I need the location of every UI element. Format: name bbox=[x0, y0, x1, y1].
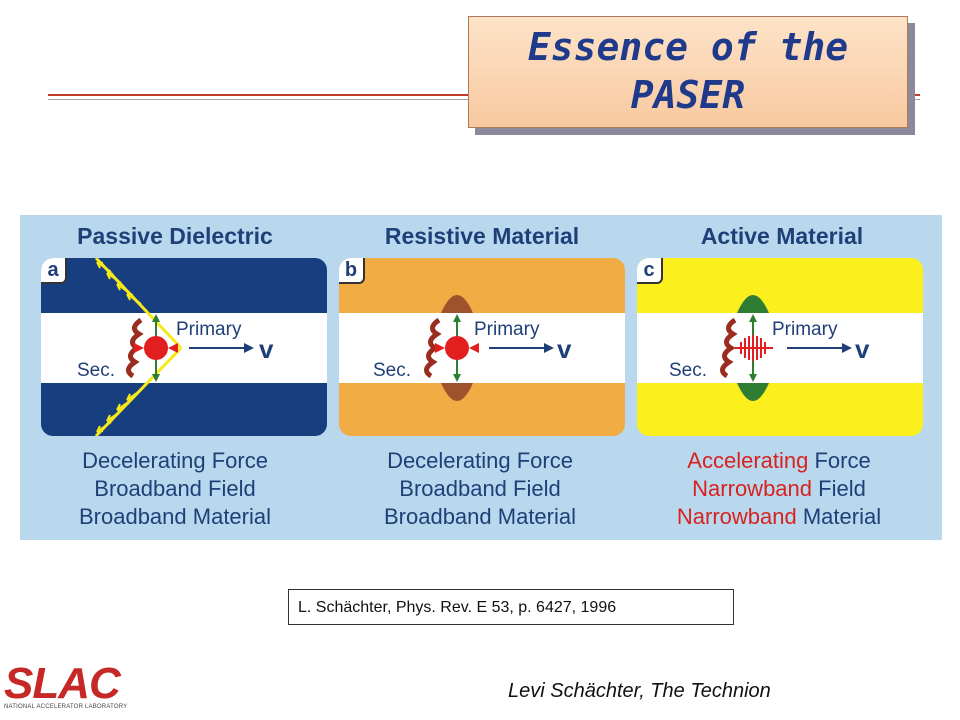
panel-a-drawing: Primary Sec. v bbox=[77, 258, 274, 436]
panel-a: Primary Sec. v a bbox=[41, 258, 327, 436]
slide-title: Essence of the PASER bbox=[469, 23, 907, 119]
slac-logo-word: SLAC bbox=[4, 659, 121, 708]
wall-loss-upper bbox=[441, 295, 473, 313]
paser-figure: Passive Dielectric bbox=[20, 215, 942, 540]
secondary-wave bbox=[720, 317, 738, 379]
panel-c-description: Accelerating Force Narrowband Field Narr… bbox=[676, 448, 882, 529]
citation: L. Schächter, Phys. Rev. E 53, p. 6427, … bbox=[288, 589, 734, 625]
velocity-label: v bbox=[855, 334, 870, 364]
secondary-label: Sec. bbox=[669, 360, 707, 381]
primary-label: Primary bbox=[474, 319, 540, 340]
slac-logo: SLAC NATIONAL ACCELERATOR LABORATORY bbox=[4, 659, 128, 711]
velocity-label: v bbox=[557, 334, 572, 364]
panel-c-channel bbox=[637, 313, 923, 383]
upper-wave-arrows bbox=[96, 261, 142, 305]
bunch bbox=[144, 336, 168, 360]
lower-wave-arrows bbox=[96, 389, 142, 433]
velocity-label: v bbox=[259, 334, 274, 364]
panel-b-header: Resistive Material bbox=[384, 223, 580, 249]
title-line-1: Essence of the bbox=[527, 25, 849, 69]
panel-b-drawing: Primary Sec. v bbox=[373, 295, 572, 401]
primary-label: Primary bbox=[772, 319, 838, 340]
panel-b: Primary Sec. v b bbox=[339, 258, 625, 436]
secondary-label: Sec. bbox=[77, 360, 115, 381]
title-box: Essence of the PASER bbox=[468, 16, 908, 128]
panel-c-header: Active Material bbox=[700, 223, 864, 249]
panel-c-letter: c bbox=[637, 258, 663, 284]
wall-loss-lower bbox=[441, 383, 473, 401]
panel-b-description: Decelerating Force Broadband Field Broad… bbox=[383, 448, 576, 529]
bunch bbox=[445, 336, 469, 360]
author-footer: Levi Schächter, The Technion bbox=[508, 680, 771, 702]
gain-medium-lower bbox=[737, 383, 769, 401]
slac-logo-subtitle: NATIONAL ACCELERATOR LABORATORY bbox=[4, 704, 128, 710]
gain-medium-upper bbox=[737, 295, 769, 313]
panel-b-channel bbox=[339, 313, 625, 383]
title-line-2: PASER bbox=[630, 73, 746, 117]
panel-c-drawing: Primary Sec. v bbox=[669, 295, 870, 401]
panel-a-description: Decelerating Force Broadband Field Broad… bbox=[78, 448, 271, 529]
secondary-label: Sec. bbox=[373, 360, 411, 381]
panel-a-channel bbox=[41, 313, 327, 383]
panel-b-letter: b bbox=[339, 258, 365, 284]
microbunched-beam bbox=[735, 335, 773, 361]
panel-c: Primary Sec. v c bbox=[637, 258, 923, 436]
panel-a-header: Passive Dielectric bbox=[77, 223, 273, 249]
panel-a-letter: a bbox=[41, 258, 67, 284]
primary-label: Primary bbox=[176, 319, 242, 340]
